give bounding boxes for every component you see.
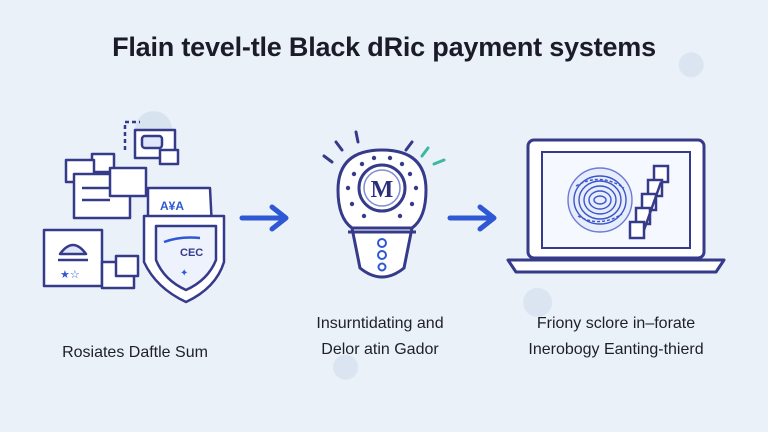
fingerprint-icon (567, 167, 633, 233)
shield-badge-text-2: CEC (180, 247, 203, 259)
step-3-illustration (506, 136, 726, 276)
diagram-title: Flain tevel-tle Black dRic payment syste… (112, 32, 656, 62)
arrow-right-icon (239, 204, 289, 232)
step-2-caption-line-2: Delor atin Gador (321, 341, 439, 358)
lightbulb-brain-icon: M (322, 130, 446, 279)
svg-text:✦: ✦ (180, 268, 188, 279)
svg-text:★☆: ★☆ (60, 269, 80, 281)
step-2-caption-line-1: Insurntidating and (316, 315, 444, 332)
brain-badge-letter: M (371, 177, 394, 203)
step-3-caption-line-1: Friony sclore in–forate (536, 315, 696, 332)
step-3-caption: Friony sclore in–forate Inerobogy Eantin… (500, 311, 732, 363)
step-1-caption-line-1: Rosiates Daftle Sum (62, 344, 208, 361)
shield-badge-text-1: A¥A (160, 199, 184, 213)
laptop-fingerprint-icon (506, 138, 726, 274)
arrow-right-icon (447, 204, 497, 232)
step-2-caption: Insurntidating and Delor atin Gador (280, 311, 480, 363)
documents-shields-icon: ★☆ A¥A CEC ✦ (42, 120, 226, 304)
chain-blocks-icon (628, 164, 670, 240)
step-1-illustration: ★☆ A¥A CEC ✦ (40, 118, 230, 308)
step-1-caption: Rosiates Daftle Sum (20, 340, 250, 366)
step-2-illustration: M (308, 128, 458, 288)
step-3-caption-line-2: Inerobogy Eanting-thierd (528, 341, 704, 358)
